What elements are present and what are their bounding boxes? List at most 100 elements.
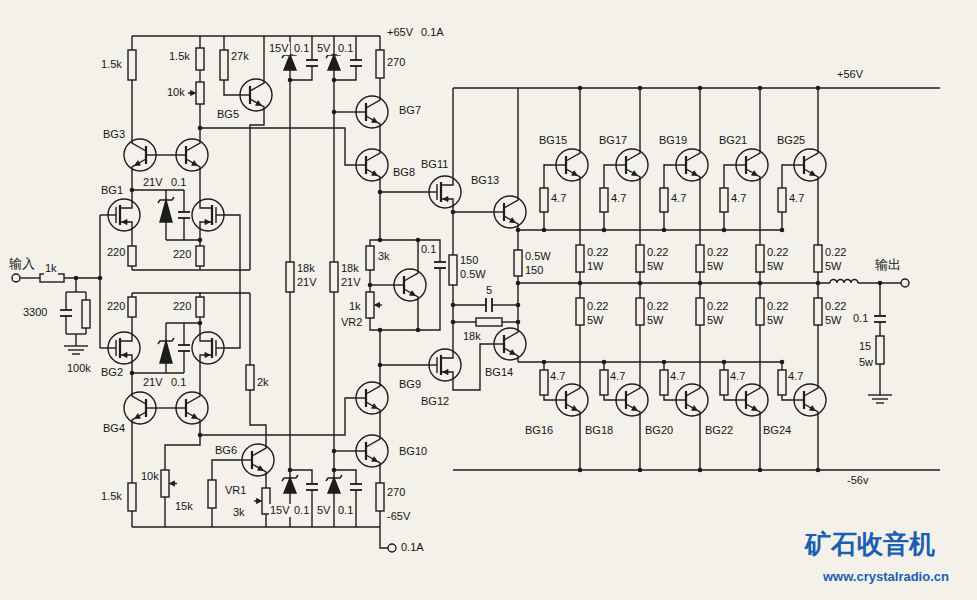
component-value: 150 xyxy=(524,264,544,277)
wire xyxy=(252,464,266,478)
wire xyxy=(289,292,290,478)
zener-bar xyxy=(158,197,174,203)
wire xyxy=(366,147,380,161)
emitter-arrow xyxy=(752,171,758,176)
wire xyxy=(879,364,880,395)
wire xyxy=(759,325,760,382)
wire xyxy=(674,399,686,400)
fet-arrow xyxy=(122,352,127,357)
part-name: BG19 xyxy=(658,134,688,147)
wire xyxy=(543,212,544,230)
wire xyxy=(20,277,40,278)
wire xyxy=(639,283,640,298)
zener-symbol xyxy=(328,55,340,70)
junction-dot xyxy=(816,86,821,91)
wire xyxy=(199,233,200,246)
wire xyxy=(131,80,132,137)
wire xyxy=(723,212,724,230)
capacitor-plate xyxy=(434,261,446,263)
wire xyxy=(250,113,264,270)
wire xyxy=(699,283,700,298)
wire xyxy=(99,215,100,348)
wire xyxy=(452,88,453,174)
wire xyxy=(724,395,734,400)
component-value: 4.7 xyxy=(730,192,747,205)
part-name: BG9 xyxy=(398,378,422,391)
wire xyxy=(199,104,200,137)
wire xyxy=(369,270,370,292)
wire xyxy=(817,325,818,382)
component-value: 4.7 xyxy=(549,370,566,383)
junction-dot xyxy=(332,110,337,115)
wire xyxy=(782,395,792,400)
resistor-symbol xyxy=(128,246,136,266)
wire xyxy=(639,418,640,470)
component-value: 4.7 xyxy=(670,192,687,205)
fet-gate xyxy=(215,340,216,356)
part-name: BG14 xyxy=(484,366,514,379)
resistor-symbol xyxy=(696,298,704,325)
wire xyxy=(579,88,580,147)
wire xyxy=(183,218,184,240)
wire xyxy=(792,164,804,165)
wire xyxy=(404,289,418,303)
component-value: 0.22 xyxy=(706,300,729,313)
part-name: BG4 xyxy=(102,422,126,435)
component-value: 5W xyxy=(706,314,725,327)
part-name: BG10 xyxy=(398,445,428,458)
wire xyxy=(544,165,554,188)
component-value: 21V xyxy=(142,376,164,389)
junction-dot xyxy=(578,86,583,91)
component-value: 5W xyxy=(646,260,665,273)
component-value: 0.1 xyxy=(420,243,437,256)
wire xyxy=(311,36,312,60)
wire xyxy=(132,35,380,36)
part-name: BG12 xyxy=(420,395,450,408)
resistor-symbol xyxy=(82,300,90,328)
emitter-arrow xyxy=(572,171,578,176)
wire xyxy=(379,511,380,527)
component-value: 220 xyxy=(106,246,126,259)
wire xyxy=(66,291,86,292)
wire xyxy=(604,395,614,400)
junction-dot xyxy=(816,468,821,473)
wire xyxy=(699,325,700,382)
junction-dot xyxy=(758,86,763,91)
wire xyxy=(366,455,380,469)
wire xyxy=(199,366,200,390)
wire xyxy=(746,382,760,396)
terminal-label: 输入 xyxy=(8,257,36,272)
wire xyxy=(249,293,250,365)
fet-arrow xyxy=(122,219,127,224)
resistor-symbol xyxy=(814,245,822,272)
wire xyxy=(131,317,132,330)
wire xyxy=(354,397,366,398)
component-value: 15V xyxy=(268,42,290,55)
resistor-symbol xyxy=(196,246,204,266)
component-value: 0.22 xyxy=(646,246,669,259)
wire xyxy=(333,36,334,55)
component-value: 270 xyxy=(386,486,406,499)
capacitor-plate xyxy=(178,211,190,213)
wire xyxy=(120,330,132,341)
wire xyxy=(75,278,76,292)
wire xyxy=(518,229,782,230)
junction-dot xyxy=(578,468,583,473)
wire xyxy=(804,404,818,418)
wire xyxy=(566,169,580,183)
resistor-symbol xyxy=(540,188,548,212)
wire xyxy=(199,317,200,330)
wire xyxy=(579,283,580,298)
wire xyxy=(100,214,106,215)
junction-dot xyxy=(288,468,293,473)
wire xyxy=(663,212,664,230)
wire xyxy=(366,116,380,130)
wire xyxy=(686,169,700,183)
wire xyxy=(404,267,418,281)
wiper-arrow xyxy=(191,90,196,95)
wire xyxy=(639,88,640,147)
wire xyxy=(879,322,880,336)
wire xyxy=(453,321,476,322)
wire xyxy=(132,390,146,404)
